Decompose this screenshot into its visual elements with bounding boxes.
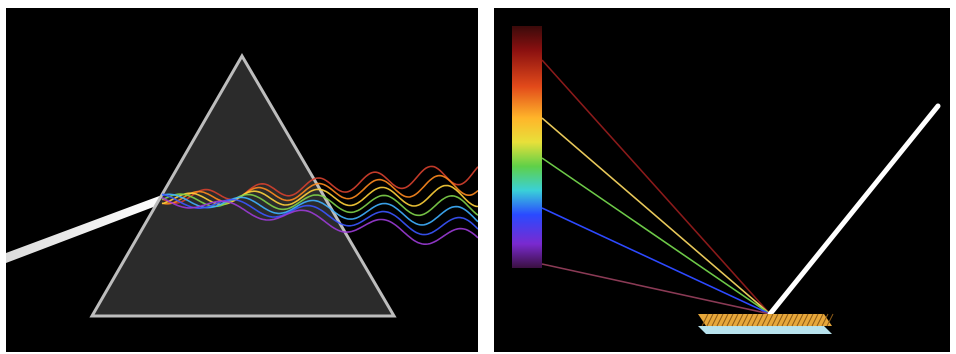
grating-groove <box>816 313 824 327</box>
dispersed-light-waves <box>161 165 478 245</box>
grating-groove <box>811 313 819 327</box>
grating-groove <box>786 313 794 327</box>
grating-groove <box>746 313 754 327</box>
diffracted-rays <box>541 59 771 315</box>
grating-groove <box>756 313 764 327</box>
ray-2 <box>541 157 771 315</box>
grating-panel <box>494 8 950 352</box>
grating-groove <box>716 313 724 327</box>
spectrum-strip <box>512 26 542 268</box>
incident-white-beam <box>767 103 941 317</box>
wave-5 <box>161 193 478 236</box>
grating-groove <box>736 313 744 327</box>
grating-groove <box>721 313 729 327</box>
ray-3 <box>541 207 771 315</box>
grating-illustration <box>512 26 941 334</box>
wave-1 <box>161 174 478 205</box>
grating-groove <box>806 313 814 327</box>
grating-groove <box>821 313 829 327</box>
grating-groove <box>706 313 714 327</box>
grating-groove <box>701 313 709 327</box>
grating-groove <box>751 313 759 327</box>
grating-groove <box>766 313 774 327</box>
grating-groove <box>826 313 834 327</box>
prism <box>89 53 397 318</box>
grating-groove <box>711 313 719 327</box>
ray-1 <box>541 117 771 315</box>
ray-4 <box>541 263 771 315</box>
grating-groove <box>731 313 739 327</box>
diffraction-grating <box>698 313 834 334</box>
wave-0 <box>161 165 478 204</box>
grating-groove <box>761 313 769 327</box>
grating-groove <box>801 313 809 327</box>
grating-groove <box>741 313 749 327</box>
wave-4 <box>161 193 478 226</box>
grating-groove <box>796 313 804 327</box>
white-light-beam <box>6 195 164 263</box>
wave-6 <box>161 196 478 245</box>
grating-groove <box>771 313 779 327</box>
prism-panel <box>6 8 478 352</box>
grating-groove <box>781 313 789 327</box>
wave-2 <box>161 184 478 208</box>
grating-groove <box>791 313 799 327</box>
prism-illustration <box>6 53 478 318</box>
grating-groove <box>776 313 784 327</box>
ray-0 <box>541 59 771 315</box>
grating-groove <box>726 313 734 327</box>
